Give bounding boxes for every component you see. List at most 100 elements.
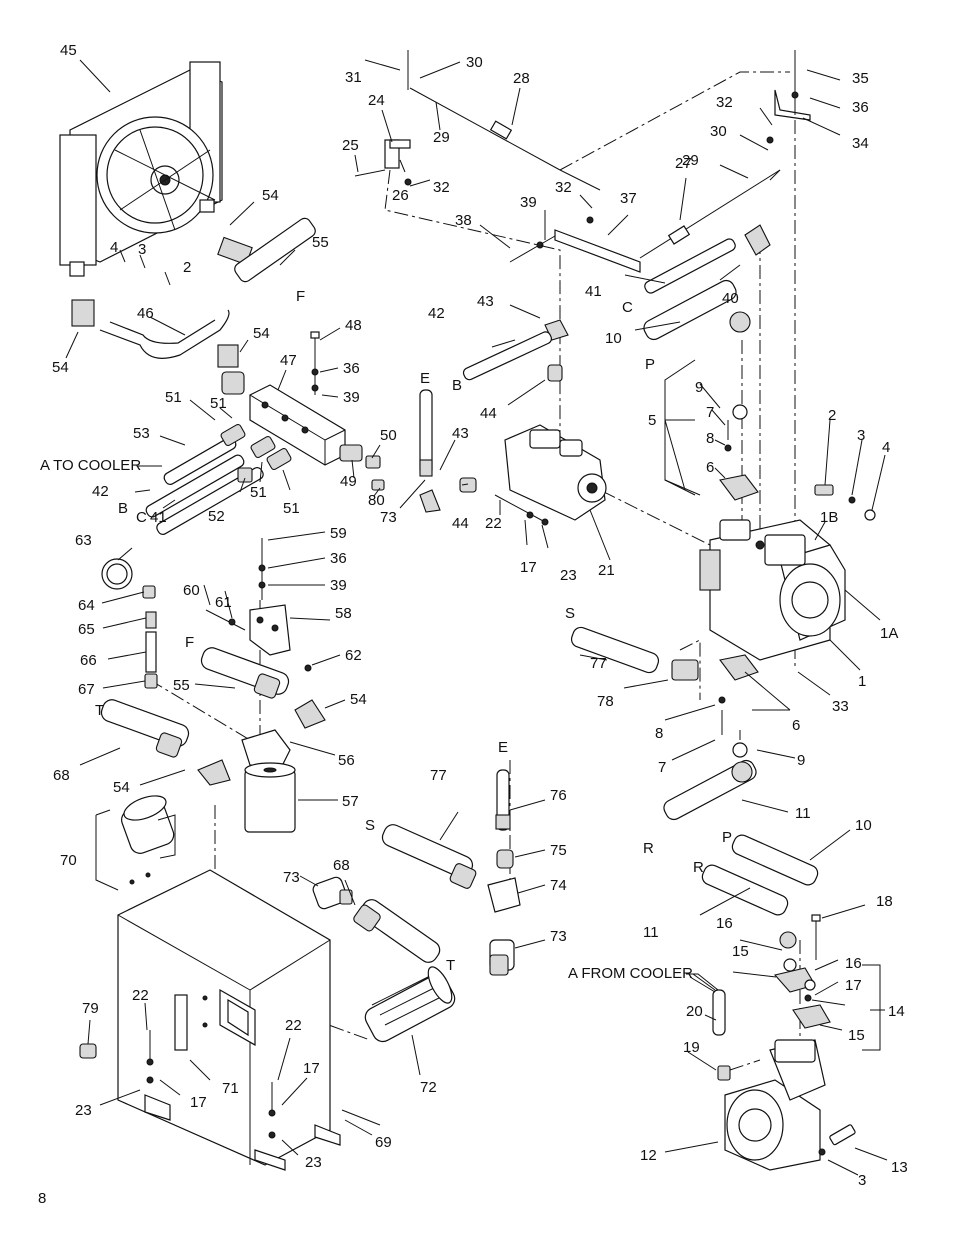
callout-24: 24	[368, 92, 385, 109]
hose-end-F: F	[185, 634, 194, 651]
callout-55: 55	[312, 234, 329, 251]
callout-75: 75	[550, 842, 567, 859]
callout-41: 41	[585, 283, 602, 300]
callout-79: 79	[82, 1000, 99, 1017]
callout-29: 29	[433, 129, 450, 146]
callout-49: 49	[340, 473, 357, 490]
hose-end-S: S	[365, 817, 375, 834]
hose-end-F: F	[296, 288, 305, 305]
callout-2: 2	[183, 259, 191, 276]
callout-37: 37	[620, 190, 637, 207]
hose-end-C: C	[622, 299, 633, 316]
callout-17: 17	[303, 1060, 320, 1077]
hose-end-B: B	[452, 377, 462, 394]
callout-2: 2	[828, 407, 836, 424]
hose-group-left	[145, 423, 292, 535]
callout-7: 7	[658, 759, 666, 776]
callout-30: 30	[466, 54, 483, 71]
callout-39: 39	[343, 389, 360, 406]
callout-41: 41	[150, 509, 167, 526]
gear-pump	[701, 834, 856, 1171]
callout-65: 65	[78, 621, 95, 638]
page-number: 8	[38, 1190, 47, 1207]
callout-60: 60	[183, 582, 200, 599]
callout-28: 28	[513, 70, 530, 87]
callout-32: 32	[555, 179, 572, 196]
callout-77: 77	[590, 655, 607, 672]
callout-3: 3	[857, 427, 865, 444]
callout-25: 25	[342, 137, 359, 154]
callout-71: 71	[222, 1080, 239, 1097]
hose-end-E: E	[498, 739, 508, 756]
callout-45: 45	[60, 42, 77, 59]
callout-76: 76	[550, 787, 567, 804]
callout-69: 69	[375, 1134, 392, 1151]
callout-17: 17	[520, 559, 537, 576]
callout-42: 42	[428, 305, 445, 322]
callout-17: 17	[845, 977, 862, 994]
callout-15: 15	[848, 1027, 865, 1044]
callout-35: 35	[852, 70, 869, 87]
callout-10: 10	[605, 330, 622, 347]
callout-73: 73	[380, 509, 397, 526]
charge-pump	[419, 319, 607, 526]
callout-leaders	[65, 59, 888, 1176]
callout-48: 48	[345, 317, 362, 334]
callout-18: 18	[876, 893, 893, 910]
oil-cooler-assembly	[59, 61, 223, 277]
callout-40: 40	[722, 290, 739, 307]
callout-64: 64	[78, 597, 95, 614]
hose-end-P: P	[645, 356, 655, 373]
hose-end-R: R	[693, 859, 704, 876]
hose-end-S: S	[565, 605, 575, 622]
callout-22: 22	[485, 515, 502, 532]
hose-end-E: E	[420, 370, 430, 387]
callout-5: 5	[648, 412, 656, 429]
callout-9: 9	[695, 379, 703, 396]
callout-36: 36	[852, 99, 869, 116]
callout-22: 22	[132, 987, 149, 1004]
callout-46: 46	[137, 305, 154, 322]
breather-assembly	[121, 795, 176, 885]
callout-6: 6	[792, 717, 800, 734]
callout-67: 67	[78, 681, 95, 698]
callout-22: 22	[285, 1017, 302, 1034]
callout-59: 59	[330, 525, 347, 542]
callout-23: 23	[75, 1102, 92, 1119]
callout-51: 51	[250, 484, 267, 501]
callout-7: 7	[706, 404, 714, 421]
callout-36: 36	[343, 360, 360, 377]
callout-8: 8	[706, 430, 714, 447]
callout-51: 51	[283, 500, 300, 517]
callout-20: 20	[686, 1003, 703, 1020]
callout-72: 72	[420, 1079, 437, 1096]
callout-32: 32	[716, 94, 733, 111]
callout-16: 16	[716, 915, 733, 932]
callout-39: 39	[330, 577, 347, 594]
callout-21: 21	[598, 562, 615, 579]
callout-56: 56	[338, 752, 355, 769]
callout-labels: 45 54 4 3 2 55 F 46 54 54 48 47 36 39 51…	[40, 42, 908, 1189]
callout-11: 11	[795, 805, 811, 822]
callout-44: 44	[452, 515, 469, 532]
callout-17: 17	[190, 1094, 207, 1111]
control-cable-assembly	[354, 50, 811, 273]
return-filter-assembly	[312, 769, 521, 1043]
callout-8: 8	[655, 725, 663, 742]
callout-32: 32	[433, 179, 450, 196]
callout-15: 15	[732, 943, 749, 960]
callout-23: 23	[560, 567, 577, 584]
callout-10: 10	[855, 817, 872, 834]
callout-54: 54	[52, 359, 69, 376]
note-a-from-cooler: A FROM COOLER	[568, 965, 693, 982]
hoses-center	[419, 331, 552, 477]
callout-63: 63	[75, 532, 92, 549]
callout-73: 73	[283, 869, 300, 886]
callout-33: 33	[832, 698, 849, 715]
filter-assembly	[100, 538, 326, 833]
hose-end-R: R	[643, 840, 654, 857]
callout-51: 51	[210, 395, 227, 412]
hose-end-C: C	[136, 509, 147, 526]
hose-end-T: T	[95, 702, 104, 719]
callout-62: 62	[345, 647, 362, 664]
